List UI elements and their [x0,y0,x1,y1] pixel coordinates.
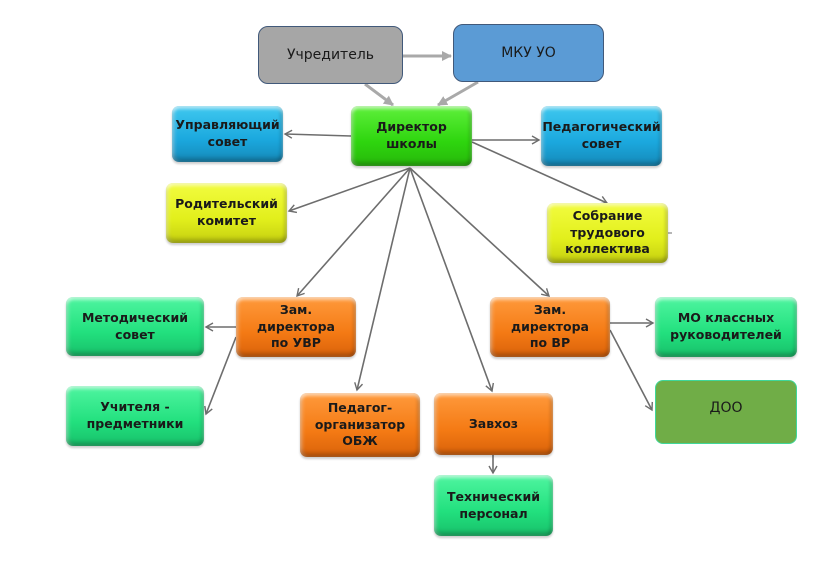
connector-director-to-dep_uvr [296,167,411,298]
node-technical-staff: Технический персонал [434,475,553,536]
node-parents-committee-label: Родительский комитет [175,196,278,228]
node-obzh-organizer: Педагог- организатор ОБЖ [300,393,420,457]
node-deputy-uvr-label: Зам. директора по УВР [257,301,335,351]
node-deputy-vr: Зам. директора по ВР [490,297,610,357]
connector-director-to-parents [287,167,411,214]
node-supply-manager-label: Завхоз [468,415,519,431]
connector-mku-to-director [437,80,479,107]
node-supply-manager: Завхоз [434,393,553,455]
node-founder-label: Учредитель [286,46,375,63]
node-subject-teachers: Учителя - предметники [66,386,204,446]
node-founder: Учредитель [258,26,403,84]
connector-dep_vr-to-doo [609,329,653,412]
node-methodical-council-label: Методический совет [81,309,189,342]
node-methodical-council: Методический совет [66,297,204,356]
node-doo: ДОО [655,380,797,444]
node-deputy-uvr: Зам. директора по УВР [236,297,356,357]
node-labor-assembly: Собрание трудового коллектива [547,203,668,263]
node-director: Директор школы [351,106,472,166]
node-pedagogical-council-label: Педагогический совет [542,119,661,151]
node-governing-council-label: Управляющий совет [175,117,280,149]
connector-dep_uvr-to-teachers [204,336,237,416]
connector-director-to-supply [409,167,495,393]
node-mku-uo: МКУ УО [453,24,604,82]
node-obzh-organizer-label: Педагог- организатор ОБЖ [314,399,406,449]
node-subject-teachers-label: Учителя - предметники [86,399,184,431]
node-governing-council: Управляющий совет [172,106,283,162]
connector-director-to-dep_vr [409,167,551,297]
node-class-teachers-mo-label: МО классных руководителей [670,310,782,342]
node-pedagogical-council: Педагогический совет [541,106,662,166]
node-class-teachers-mo: МО классных руководителей [655,297,797,357]
node-technical-staff-label: Технический персонал [447,488,540,521]
node-doo-label: ДОО [709,400,743,416]
connector-director-to-obzh [354,167,411,392]
connector-founder-to-director [364,82,394,107]
node-deputy-vr-label: Зам. директора по ВР [511,301,589,351]
connector-director-to-governing [283,129,352,139]
node-labor-assembly-label: Собрание трудового коллектива [565,207,650,257]
node-parents-committee: Родительский комитет [166,183,287,243]
node-mku-uo-label: МКУ УО [501,44,556,61]
node-director-label: Директор школы [376,119,447,151]
